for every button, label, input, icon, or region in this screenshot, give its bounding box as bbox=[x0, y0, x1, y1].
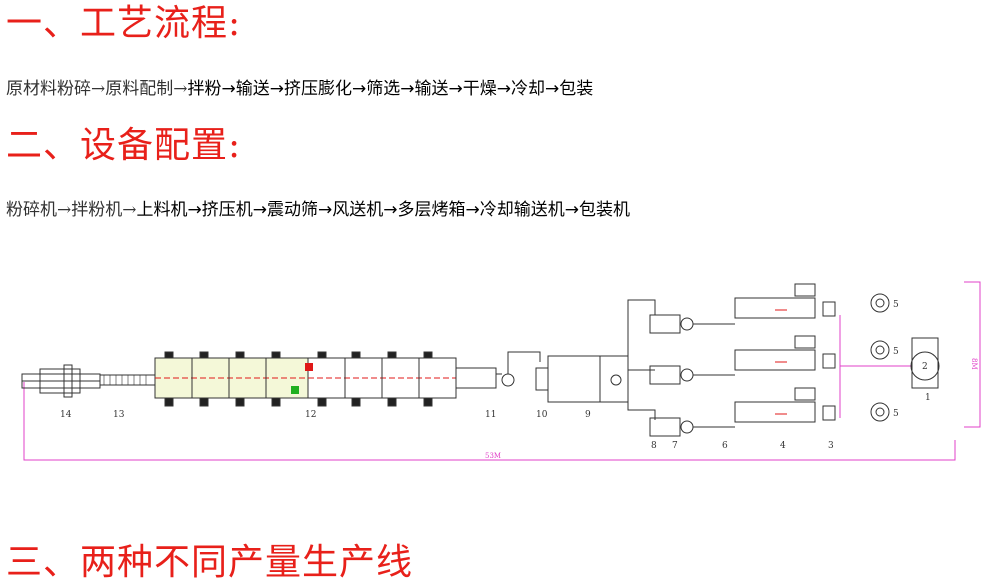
dimension-lines bbox=[23, 281, 981, 461]
label-11: 11 bbox=[485, 410, 496, 420]
label-13: 13 bbox=[113, 410, 125, 420]
label-3: 3 bbox=[828, 441, 834, 451]
extruder-pipes bbox=[627, 299, 656, 420]
label-14: 14 bbox=[60, 410, 72, 420]
label-12: 12 bbox=[305, 410, 316, 420]
section2-title: 二、设备配置: bbox=[6, 125, 242, 166]
label-10: 10 bbox=[536, 410, 548, 420]
section3-title: 三、两种不同产量生产线 bbox=[6, 542, 414, 583]
total-length-label: 53M bbox=[485, 452, 501, 460]
label-7: 7 bbox=[672, 441, 678, 451]
label-1: 1 bbox=[925, 393, 931, 403]
label-5a: 5 bbox=[893, 300, 899, 310]
label-2: 2 bbox=[922, 362, 928, 372]
equipment-flow-pre: 粉碎机→拌粉机→ bbox=[6, 200, 137, 220]
label-9: 9 bbox=[585, 410, 591, 420]
production-line-diagram: 53M 8M bbox=[21, 281, 981, 461]
label-5c: 5 bbox=[893, 409, 899, 419]
multi-layer-oven bbox=[154, 351, 457, 407]
label-4: 4 bbox=[780, 441, 786, 451]
feeders bbox=[649, 314, 735, 437]
mixer bbox=[910, 337, 940, 389]
label-5b: 5 bbox=[893, 347, 899, 357]
section1-title: 一、工艺流程: bbox=[6, 3, 242, 44]
equipment-flow: 粉碎机→拌粉机→上料机→挤压机→震动筛→风送机→多层烤箱→冷却输送机→包装机 bbox=[6, 199, 630, 221]
width-label: 8M bbox=[970, 358, 978, 370]
equipment-flow-main: 上料机→挤压机→震动筛→风送机→多层烤箱→冷却输送机→包装机 bbox=[136, 200, 630, 220]
silos bbox=[870, 293, 890, 422]
label-6: 6 bbox=[722, 441, 728, 451]
process-flow-main: 拌粉→输送→挤压膨化→筛选→输送→干燥→冷却→包装 bbox=[187, 79, 594, 99]
process-flow-pre: 原材料粉碎→原料配制→ bbox=[6, 79, 188, 99]
vibrating-screen bbox=[535, 355, 629, 403]
process-flow: 原材料粉碎→原料配制→拌粉→输送→挤压膨化→筛选→输送→干燥→冷却→包装 bbox=[6, 78, 593, 100]
label-8: 8 bbox=[651, 441, 657, 451]
extruders bbox=[734, 283, 836, 423]
cooling-conveyor bbox=[99, 374, 156, 386]
wind-conveyor bbox=[455, 351, 541, 389]
packing-machine bbox=[21, 364, 101, 398]
